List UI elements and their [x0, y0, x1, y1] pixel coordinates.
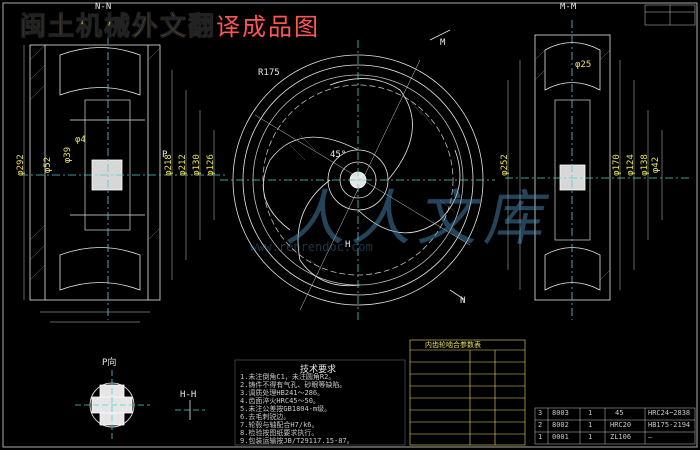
view-title-hh: H-H [180, 390, 197, 400]
note-6: 7.轮毂与轴配合H7/k6。 [240, 421, 319, 429]
note-5: 6.去毛刺锐边。 [240, 413, 291, 421]
label-n: N [460, 296, 466, 306]
left-section-view [20, 20, 225, 323]
bom-row-2-col-1: 0001 [552, 433, 569, 441]
bom-row-1-col-1: 8002 [552, 421, 569, 429]
note-0: 1.未注倒角C1，未注圆角R2。 [240, 373, 336, 381]
view-title-nn: N-N [95, 2, 112, 12]
bom-row-0-col-1: 8003 [552, 409, 569, 417]
banner-part-b: 译成品图 [216, 13, 321, 41]
title-banner: 闽土机械外文翻译成品图 [19, 6, 321, 43]
dim-right-4: φ42 [651, 156, 662, 174]
watermark-url: www.renrendoc.com [250, 240, 373, 254]
bom-row-0-col-0: 3 [538, 409, 543, 417]
notes-frame [234, 359, 406, 446]
notes-title: 技术要求 [300, 365, 337, 375]
bom-row-1-col-3: HRC20 [610, 421, 632, 429]
view-title-pn: P向 [102, 358, 117, 368]
bom-row-0-col-4: HRC24~2838 [648, 409, 691, 417]
dim-right-3: φ138 [639, 154, 650, 176]
dim-left-5: φ39 [63, 146, 74, 164]
h-section-detail [175, 400, 205, 420]
bom-row-1-col-0: 2 [538, 421, 543, 429]
title-block-top [644, 4, 696, 26]
note-7: 8.检验按图纸要求执行。 [240, 429, 319, 437]
note-8: 9.包装运输按JB/T29117.15-87。 [240, 437, 354, 445]
bom-row-1-col-4: HB175-2194 [648, 421, 691, 429]
note-4: 5.未注公差按GB1804-m级。 [240, 405, 332, 413]
p-view-detail [75, 370, 150, 440]
bom-row-1-col-2: 1 [588, 421, 593, 429]
bom-row-2-col-2: 1 [588, 433, 593, 441]
view-title-mm: M-M [560, 2, 577, 12]
dim-left-3: φ130 [191, 154, 202, 176]
note-3: 4.齿面淬火HRC45～50。 [240, 397, 320, 405]
center-front-view [220, 29, 495, 320]
label-angle: 45° [330, 150, 347, 160]
dim-right-0: φ252 [499, 154, 510, 176]
dim-left-2: φ212 [177, 154, 188, 176]
label-p: P [162, 150, 168, 160]
gear-parameter-table [409, 339, 526, 446]
dim-left-6: φ52 [43, 156, 54, 174]
dim-right-1: φ170 [611, 154, 622, 176]
bom-row-0-col-3: 45 [615, 409, 624, 417]
right-section-view [505, 20, 690, 320]
dim-left-0: φ292 [15, 154, 26, 176]
dim-right-2: φ124 [625, 154, 636, 176]
dim-left-7: φ4 [75, 135, 86, 145]
bom-row-2-col-3: ZL106 [610, 433, 632, 441]
label-m: M [440, 38, 446, 48]
note-1: 2.铸件不得有气孔、砂眼等缺陷。 [240, 381, 347, 389]
dim-right-5: φ25 [575, 60, 592, 70]
bom-table [534, 407, 696, 445]
bom-row-0-col-2: 1 [588, 409, 593, 417]
banner-part-a: 闽土机械外文翻 [19, 12, 217, 43]
note-2: 3.调质处理HB241～286。 [240, 389, 325, 397]
label-r175: R175 [258, 68, 280, 78]
bom-row-2-col-0: 1 [538, 433, 543, 441]
dim-left-4: φ126 [205, 154, 216, 176]
bom-row-2-col-4: — [648, 433, 653, 441]
table-title: 内齿轮啮合参数表 [425, 341, 481, 349]
label-h: H [345, 240, 351, 250]
